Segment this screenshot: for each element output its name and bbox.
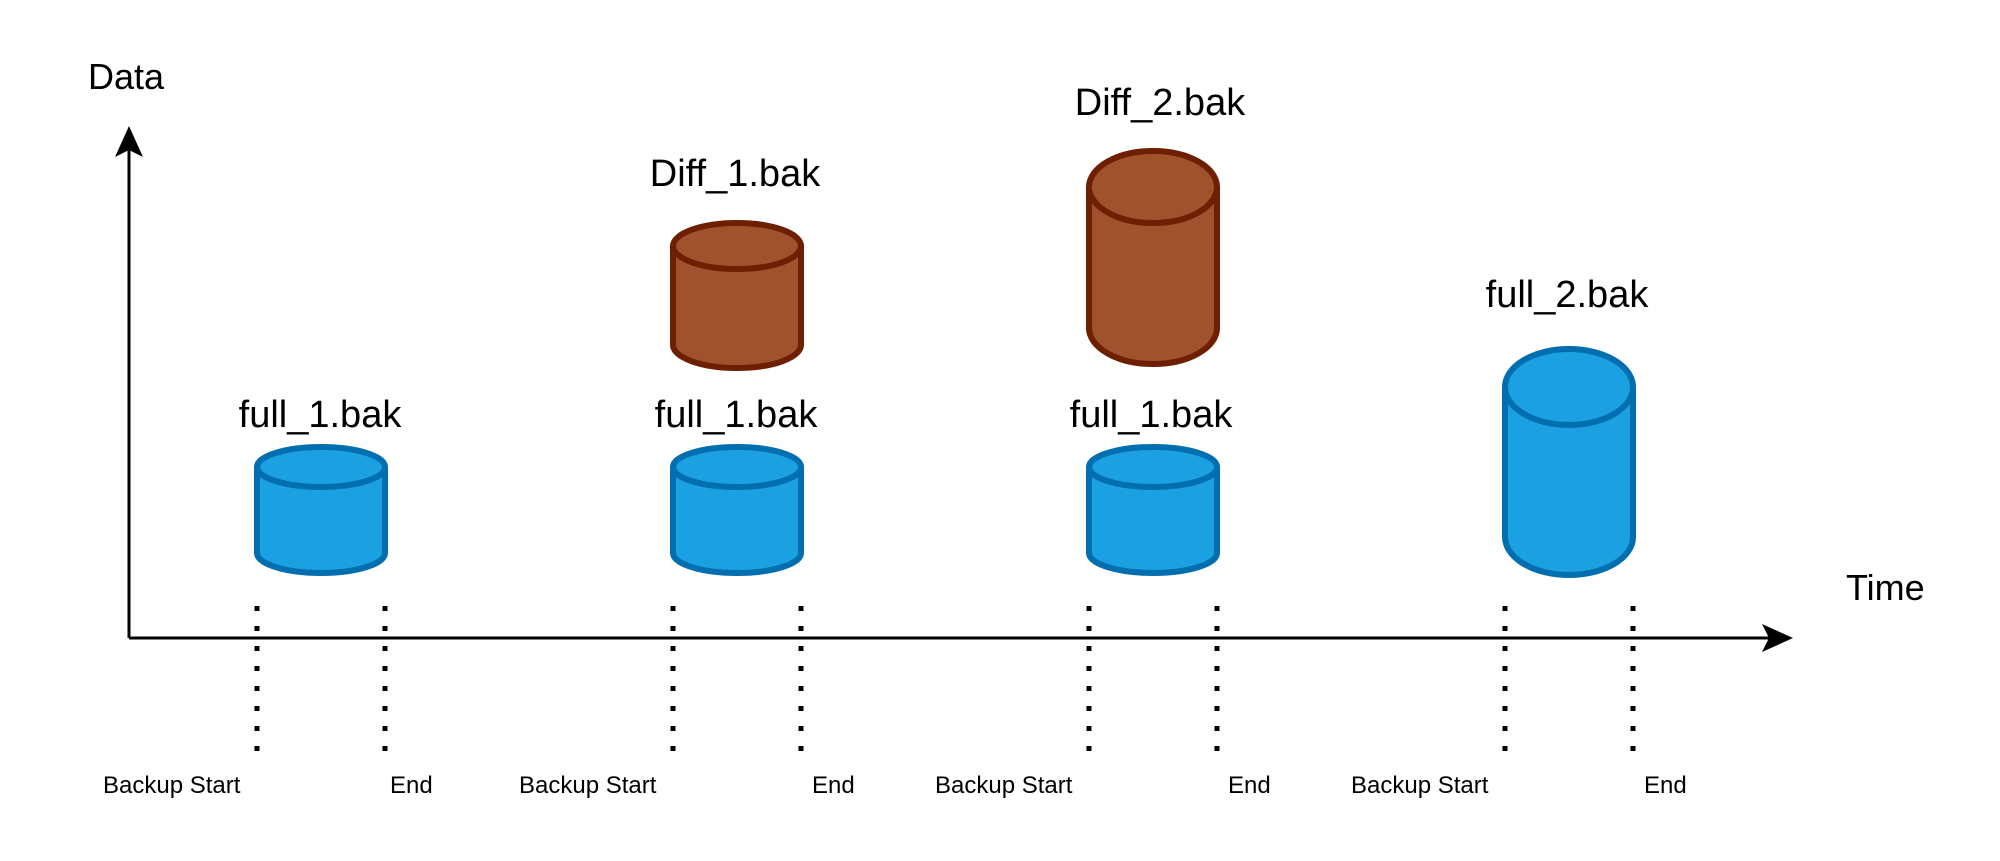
backup-group-2: Backup Start End full_1.bak Diff_1.bak [519, 153, 855, 799]
backup-file-label: full_1.bak [239, 394, 403, 436]
differential-backup-cylinder [670, 220, 804, 371]
start-marker-label: Backup Start [1351, 772, 1489, 799]
start-marker-label: Backup Start [103, 772, 241, 799]
backup-file-label: full_1.bak [1070, 394, 1234, 436]
backup-file-label: full_2.bak [1486, 274, 1650, 316]
backup-file-label: Diff_1.bak [650, 153, 821, 195]
start-marker-label: Backup Start [935, 772, 1073, 799]
end-marker-label: End [812, 772, 855, 799]
database-icon-top [1502, 346, 1636, 428]
database-icon [1502, 384, 1636, 578]
backup-file-label: Diff_2.bak [1075, 82, 1246, 124]
full-backup-cylinder [1502, 346, 1636, 578]
database-icon [1086, 464, 1220, 576]
x-axis-label: Time [1846, 567, 1925, 608]
database-icon [1086, 184, 1220, 367]
backup-group-4: Backup Start End full_2.bak [1351, 274, 1687, 799]
database-icon-top [670, 444, 804, 490]
arrow-up-icon [115, 126, 143, 157]
full-backup-cylinder [254, 444, 388, 576]
full-backup-cylinder [670, 444, 804, 576]
differential-backup-cylinder [1086, 148, 1220, 367]
start-marker-label: Backup Start [519, 772, 657, 799]
backup-group-3: Backup Start End full_1.bak Diff_2.bak [935, 82, 1271, 799]
y-axis-label: Data [88, 56, 165, 97]
database-icon-top [670, 220, 804, 272]
database-icon [670, 243, 804, 371]
database-icon [670, 464, 804, 576]
end-marker-label: End [390, 772, 433, 799]
database-icon-top [1086, 444, 1220, 490]
database-icon [254, 464, 388, 576]
backup-group-1: Backup Start End full_1.bak [103, 394, 433, 799]
end-marker-label: End [1228, 772, 1271, 799]
axes: Data Time [88, 56, 1925, 652]
backup-file-label: full_1.bak [655, 394, 819, 436]
database-icon-top [1086, 148, 1220, 226]
arrow-right-icon [1762, 624, 1793, 652]
database-icon-top [254, 444, 388, 490]
full-backup-cylinder [1086, 444, 1220, 576]
end-marker-label: End [1644, 772, 1687, 799]
